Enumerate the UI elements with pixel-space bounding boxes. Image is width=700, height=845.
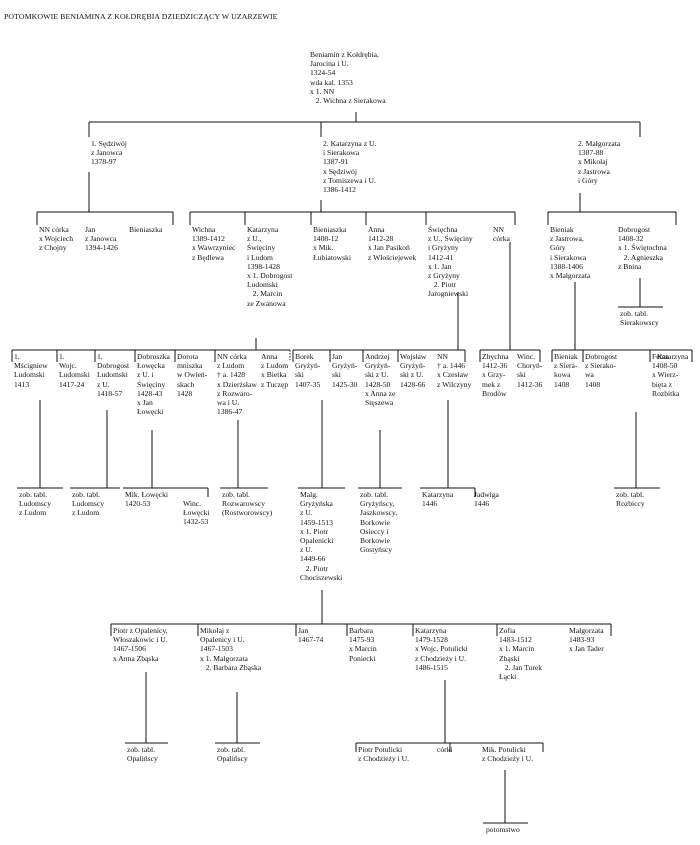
person-dorota: Dorota mniszka w Owień- skach 1428: [177, 352, 208, 398]
person-jan-janowca: Jan z Janowca 1394-1426: [85, 225, 118, 253]
person-dobrogost-s: Dobrogost z Sierako- wa 1408: [585, 352, 618, 389]
person-mikolaj-opalenicy: Mikołaj z Opalenicy i U. 1467-1503 x 1. …: [200, 626, 262, 672]
person-nn-corka-2: NN córka: [493, 225, 510, 244]
person-barbara: Barbara 1475-93 x Marcin Poniecki: [349, 626, 377, 663]
ref-opalinscy-1: zob. tabl. Opalińscy: [127, 745, 158, 764]
ref-rozwarowscy: zob. tabl. Rozwarowscy (Rostworowscy): [222, 490, 273, 518]
person-borek: Borek Gryżyń- ski 1407-35: [295, 352, 321, 389]
person-dobrogost-l: 1. Dobrogost Ludomski z U. 1418-57: [97, 352, 130, 398]
person-winc-lowecki: Winc. Łowęcki 1432-53: [183, 499, 210, 527]
person-katarzyna-1446: Katarzyna 1446: [422, 490, 454, 509]
person-katarzyna-potulicka: Katarzyna 1479-1528 x Wojc. Potulicki z …: [415, 626, 468, 672]
person-mik-potulicki: Mik. Potulicki z Chodzieży i U.: [482, 745, 534, 764]
ref-rozbiccy: zob. tabl. Rozbiccy: [616, 490, 645, 509]
person-mscigniew: 1. Mścigniew Ludomski 1413: [14, 352, 48, 389]
person-swiechna: Święchna z U., Święciny i Gryżyny 1412-4…: [428, 225, 473, 299]
ref-ludomscy-2: zob. tabl. Ludomscy z Ludom: [72, 490, 105, 518]
person-fema: Fema 1408-50 x Wierz- bięta z Rozbitka: [652, 352, 680, 398]
person-katarzyna: 2. Katarzyna z U. i Sierakowa 1387-91 x …: [323, 139, 377, 195]
person-bieniaszka-a: Bieniaszka: [129, 225, 163, 234]
person-anna: Anna 1412-28 x Jan Pasikoń z Włościejewe…: [368, 225, 417, 262]
person-anna-ludom: Anna z Ludom x Bietka z Tuczęp: [261, 352, 289, 389]
person-zofia: Zofia 1483-1512 x 1. Marcin Zbąski 2. Ja…: [499, 626, 543, 682]
person-winc-chorynski: Winc. Choryń- ski 1412-36: [517, 352, 543, 389]
person-zbychna: Zbychna 1412-36 x Grzy- mek z Brodów: [482, 352, 509, 398]
person-piotr-potulicki: Piotr Potulicki z Chodzieży i U.: [358, 745, 410, 764]
person-malgorzata-1483: Małgorzata 1483-93 x Jan Tader: [569, 626, 604, 654]
person-bieniak: Bieniak z Jastrowa, Góry i Sierakowa 138…: [550, 225, 591, 281]
person-bieniaszka-b: Bieniaszka 1408-12 x Mik. Łubiatowski: [313, 225, 351, 262]
person-dobroszka: Dobroszka Łowęcka z U. i Święciny 1428-4…: [137, 352, 170, 417]
person-nn-corka: NN córka x Wojciech z Chojny: [39, 225, 74, 253]
person-jan-1467: Jan 1467-74: [298, 626, 324, 645]
person-nn-ludom: NN córka z Ludom † a. 1428 x Dzierżsław …: [217, 352, 257, 417]
person-malgorzata: 2. Małgorzata 1387-88 x Mikołaj z Jastro…: [578, 139, 621, 185]
person-jadwiga: Jadwiga 1446: [474, 490, 499, 509]
person-malg: Malg. Gryżyńska z U. 1459-1513 x 1. Piot…: [300, 490, 343, 582]
ref-sierakowscy: zob. tabl. Sierakowscy: [620, 309, 659, 328]
person-corki: córki: [437, 745, 453, 754]
person-katarzyna-u: Katarzyna z U., Święciny i Ludom 1398-14…: [247, 225, 293, 308]
root-person-beniamin: Beniamin z Kołdrębia, Jarocina i U. 1324…: [310, 50, 386, 106]
person-bieniak-s: Bieniak z Siera- kowa 1408: [554, 352, 578, 389]
ref-potomstwo: potomstwo: [486, 825, 520, 834]
page-title: POTOMKOWIE BENIAMINA Z KOŁDRĘBIA DZIEDZI…: [4, 12, 278, 21]
person-wichna: Wichna 1389-1412 x Wawrzyniec z Będlewa: [192, 225, 236, 262]
ref-ludomscy-1: zob. tabl. Ludomscy z Ludom: [19, 490, 52, 518]
person-andrzej: Andrzej Gryżyń- ski z U. 1428-50 x Anna …: [365, 352, 396, 408]
ref-gryzynscy: zob. tabl. Gryżyńscy, Jaszkowscy, Borkow…: [360, 490, 398, 555]
person-katarzyna-s: Katarzyna: [657, 352, 689, 361]
person-wojc: 1. Wojc. Ludomski 1417-24: [59, 352, 90, 389]
person-sedziwoj: 1. Sędziwój z Janowca 1378-97: [91, 139, 127, 167]
person-jan-g: Jan Gryżyń- ski 1425-30: [332, 352, 358, 389]
person-nn-1446: NN † a. 1446 x Czesław z Wilczyny: [437, 352, 472, 389]
person-piotr-opalenicy: Piotr z Opalenicy, Włoszakowic i U. 1467…: [113, 626, 168, 663]
person-wojslaw: Wojsław Gryżyń- ski z U. 1428-66: [400, 352, 427, 389]
person-mik-lowecki: Mik. Łowęcki 1420-53: [125, 490, 169, 509]
ref-opalinscy-2: zob. tabl. Opalińscy: [217, 745, 248, 764]
person-dobrogost-a: Dobrogost 1408-32 x 1. Świętochna 2. Agn…: [618, 225, 667, 271]
